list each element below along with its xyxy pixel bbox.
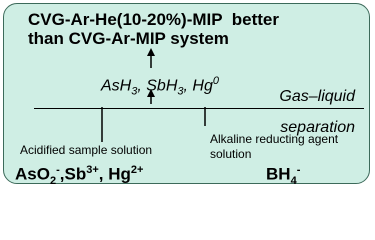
alkaline-agent-label-line-2: solution: [210, 147, 252, 161]
borohydride-subscript: 4: [290, 175, 297, 188]
title-line-2: than CVG-Ar-MIP system: [28, 29, 229, 48]
arsine-base: AsH: [101, 77, 132, 95]
borohydride-charge: -: [296, 164, 301, 176]
acidified-sample-label: Acidified sample solution: [20, 143, 153, 157]
antimony-charge: 3+: [86, 164, 99, 176]
flow-arrows: [101, 48, 206, 142]
title-line-1: CVG-Ar-He(10-20%)-MIP better: [28, 10, 279, 29]
arsenite-charge: -: [56, 164, 60, 176]
separation-line: [34, 108, 364, 109]
separator: ,: [183, 77, 193, 95]
separation-label-line-1: Gas–liquid: [279, 88, 355, 105]
mercury-base: Hg: [192, 77, 213, 95]
borohydride-label: BH4-: [266, 164, 300, 187]
separator: ,: [59, 164, 65, 184]
separation-label-line-2: separation: [280, 119, 355, 136]
mercury-superscript: 0: [212, 75, 219, 87]
mercury-ion-base: Hg: [108, 164, 131, 184]
borohydride-base: BH: [266, 164, 291, 184]
volatile-species-label: AsH3, SbH3, Hg0: [101, 75, 219, 98]
arsine-subscript: 3: [131, 85, 138, 98]
separator: ,: [137, 77, 147, 95]
mercury-ion-charge: 2+: [130, 164, 144, 176]
separator: ,: [98, 164, 109, 184]
arsenite-subscript: 2: [49, 175, 57, 188]
stibine-subscript: 3: [177, 85, 184, 98]
arsenite-base: AsO: [15, 164, 50, 184]
antimony-base: Sb: [64, 164, 87, 184]
alkaline-agent-label-line-1: Alkaline reducting agent: [210, 132, 339, 146]
analyte-ions-label: AsO2-,Sb3+, Hg2+: [15, 164, 143, 187]
